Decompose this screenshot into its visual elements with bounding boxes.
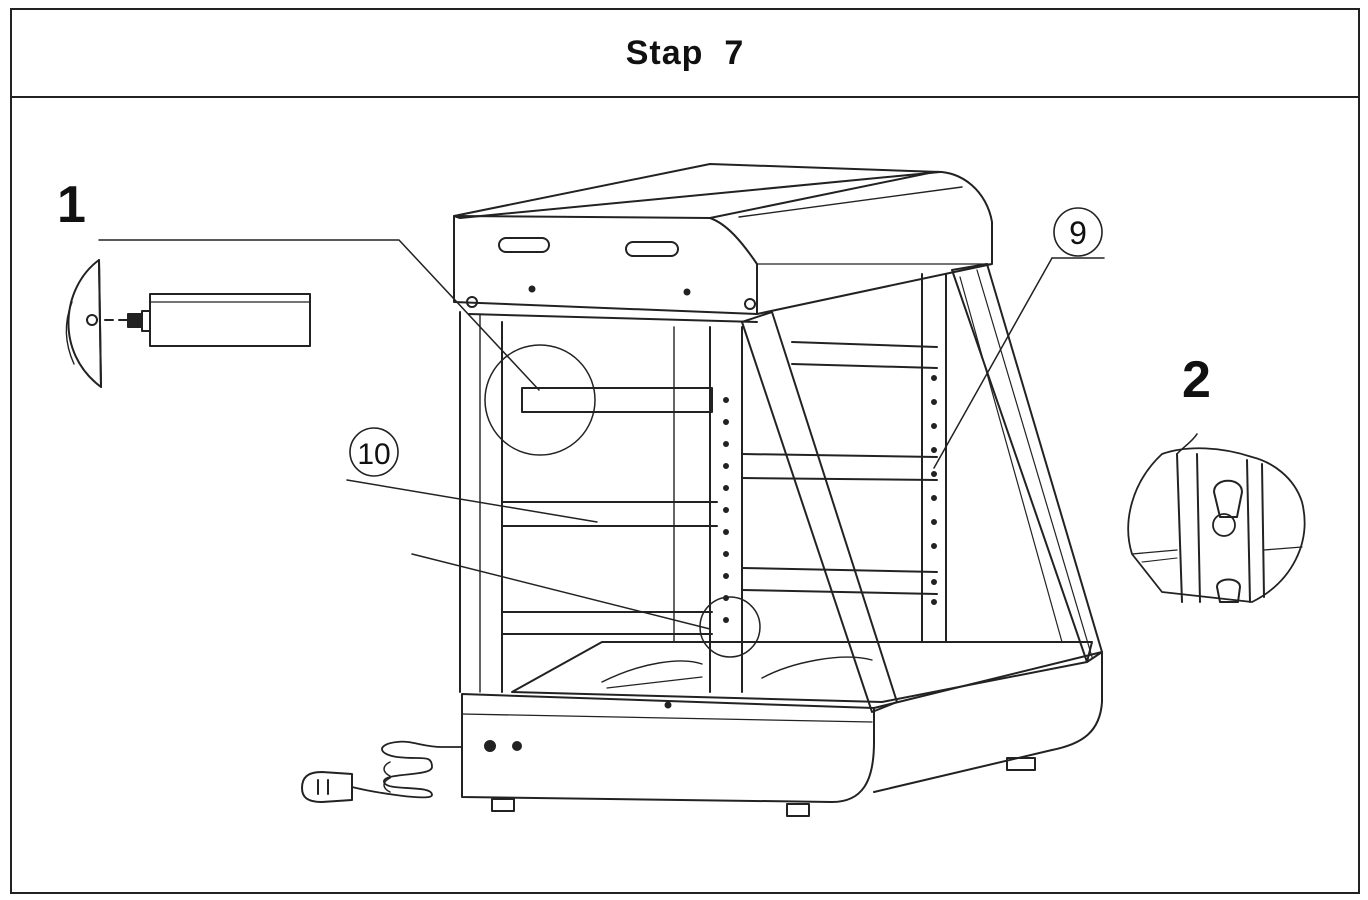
svg-text:9: 9 <box>1069 215 1087 251</box>
instruction-panel: Stap 7 1 <box>10 8 1360 894</box>
step-label-2: 2 <box>1182 351 1211 409</box>
leader-line-1 <box>98 239 540 391</box>
lamp-position-circle <box>484 344 596 456</box>
step-title: Stap 7 <box>625 33 745 72</box>
shelf-slots <box>723 375 937 623</box>
callout-10: 10 <box>346 427 598 523</box>
power-plug-icon <box>301 740 463 803</box>
callout-9: 9 <box>933 207 1105 469</box>
leader-line-2 <box>411 553 711 630</box>
shelf-slot-detail-icon <box>1127 433 1306 603</box>
lamp-bulb-icon <box>65 259 311 388</box>
step-header: Stap 7 <box>12 10 1358 98</box>
assembly-illustration: 1 <box>12 98 1358 892</box>
svg-text:10: 10 <box>357 438 390 471</box>
warming-cabinet <box>453 163 1103 817</box>
step-label-1: 1 <box>57 176 86 234</box>
